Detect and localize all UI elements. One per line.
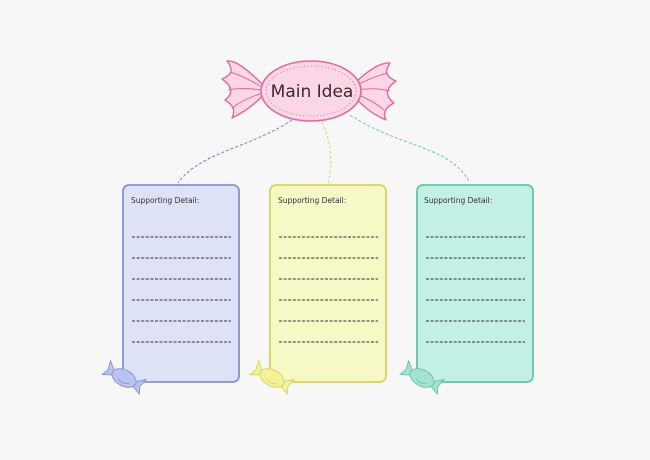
candy-left-wrapper bbox=[221, 60, 263, 119]
main-idea-candy[interactable]: Main Idea bbox=[221, 60, 397, 122]
candy-body-dots bbox=[265, 65, 357, 117]
detail-card-2-lines[interactable] bbox=[279, 236, 378, 343]
detail-card-3[interactable]: Supporting Detail: bbox=[398, 184, 534, 396]
connector-2 bbox=[321, 121, 332, 184]
candy-icon bbox=[398, 359, 446, 396]
detail-card-1[interactable]: Supporting Detail: bbox=[100, 184, 240, 396]
detail-card-2-box bbox=[269, 184, 387, 383]
detail-card-2-label: Supporting Detail: bbox=[278, 196, 346, 205]
detail-card-1-box bbox=[122, 184, 240, 383]
connector-3 bbox=[349, 114, 471, 184]
detail-card-2[interactable]: Supporting Detail: bbox=[248, 184, 387, 396]
detail-card-3-box bbox=[416, 184, 534, 383]
detail-card-3-lines[interactable] bbox=[426, 236, 525, 343]
detail-card-3-label: Supporting Detail: bbox=[424, 196, 492, 205]
detail-card-1-label: Supporting Detail: bbox=[131, 196, 199, 205]
detail-card-1-lines[interactable] bbox=[132, 236, 231, 343]
candy-icon bbox=[100, 359, 148, 396]
connector-1 bbox=[177, 119, 293, 184]
main-idea-title: Main Idea bbox=[271, 82, 354, 102]
candy-right-wrapper bbox=[353, 62, 397, 121]
candy-icon bbox=[248, 359, 296, 396]
candy-body bbox=[260, 60, 362, 122]
left-wrapper-pleats bbox=[227, 71, 261, 109]
